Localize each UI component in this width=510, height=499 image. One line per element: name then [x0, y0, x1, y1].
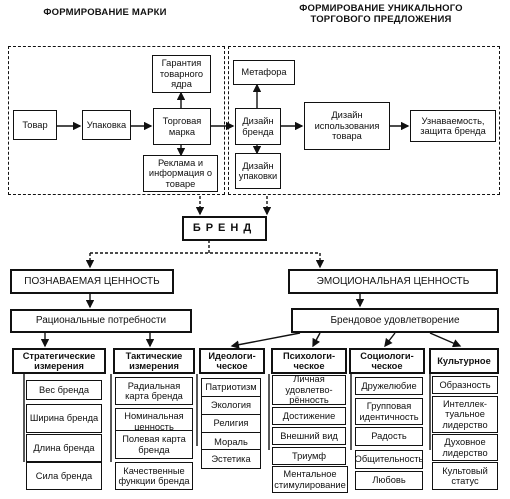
ideological-header: Идеологи-ческое: [199, 348, 265, 374]
brand-satisfaction-box: Брендовое удовлетворение: [291, 308, 499, 333]
list-item: Интеллек-туальное лидерство: [432, 396, 498, 433]
list-item: Достижение: [272, 407, 346, 425]
cognitive-value-box: ПОЗНАВАЕМАЯ ЦЕННОСТЬ: [10, 269, 174, 294]
garantiya-box: Гарантия товарного ядра: [152, 55, 211, 93]
tovar-box: Товар: [13, 110, 57, 140]
list-item: Дружелюбие: [355, 377, 423, 395]
list-item: Патриотизм: [201, 378, 261, 397]
rational-needs-box: Рациональные потребности: [10, 309, 192, 333]
list-item: Вес бренда: [26, 380, 102, 400]
usp-formation-group: [228, 46, 500, 195]
dizain-brenda-box: Дизайн бренда: [235, 108, 281, 145]
list-item: Религия: [201, 414, 261, 433]
upakovka-box: Упаковка: [82, 110, 131, 140]
dizain-upakovki-box: Дизайн упаковки: [235, 153, 281, 189]
list-item: Ширина бренда: [26, 404, 102, 433]
list-item: Сила бренда: [26, 462, 102, 490]
dizain-ispolzovaniya-box: Дизайн использования товара: [304, 102, 390, 150]
list-item: Общительность: [355, 450, 423, 469]
list-item: Духовное лидерство: [432, 434, 498, 461]
list-item: Ментальное стимулирование: [272, 466, 348, 493]
list-item: Образность: [432, 376, 498, 394]
list-item: Экология: [201, 396, 261, 415]
psychological-header: Психологи-ческое: [271, 348, 347, 374]
list-item: Групповая идентичность: [355, 398, 423, 425]
right-section-title: ФОРМИРОВАНИЕ УНИКАЛЬНОГО ТОРГОВОГО ПРЕДЛ…: [299, 3, 463, 25]
cultural-header: Культурное: [429, 348, 499, 374]
list-item: Качественные функции бренда: [115, 462, 193, 490]
left-section-title: ФОРМИРОВАНИЕ МАРКИ: [43, 7, 167, 18]
list-item: Радость: [355, 427, 423, 446]
list-item: Полевая карта бренда: [115, 430, 193, 459]
uznavaemost-box: Узнаваемость, защита бренда: [410, 110, 496, 142]
list-item: Длина бренда: [26, 434, 102, 462]
emotional-value-box: ЭМОЦИОНАЛЬНАЯ ЦЕННОСТЬ: [288, 269, 498, 294]
list-item: Культовый статус: [432, 462, 498, 490]
list-item: Внешний вид: [272, 427, 346, 445]
reklama-box: Реклама и информация о товаре: [143, 155, 218, 192]
list-item: Радиальная карта бренда: [115, 377, 193, 405]
sociological-header: Социологи-ческое: [349, 348, 425, 374]
list-item: Личная удовлетво-рённость: [272, 374, 346, 405]
list-item: Эстетика: [201, 449, 261, 469]
tactical-header: Тактические измерения: [113, 348, 195, 374]
torgovaya-marka-box: Торговая марка: [153, 108, 211, 145]
list-item: Любовь: [355, 471, 423, 490]
brand-formation-group: [8, 46, 225, 195]
metafora-box: Метафора: [233, 60, 295, 85]
strategic-header: Стратегические измерения: [12, 348, 106, 374]
brand-box: БРЕНД: [182, 216, 267, 241]
list-item: Триумф: [272, 447, 346, 465]
